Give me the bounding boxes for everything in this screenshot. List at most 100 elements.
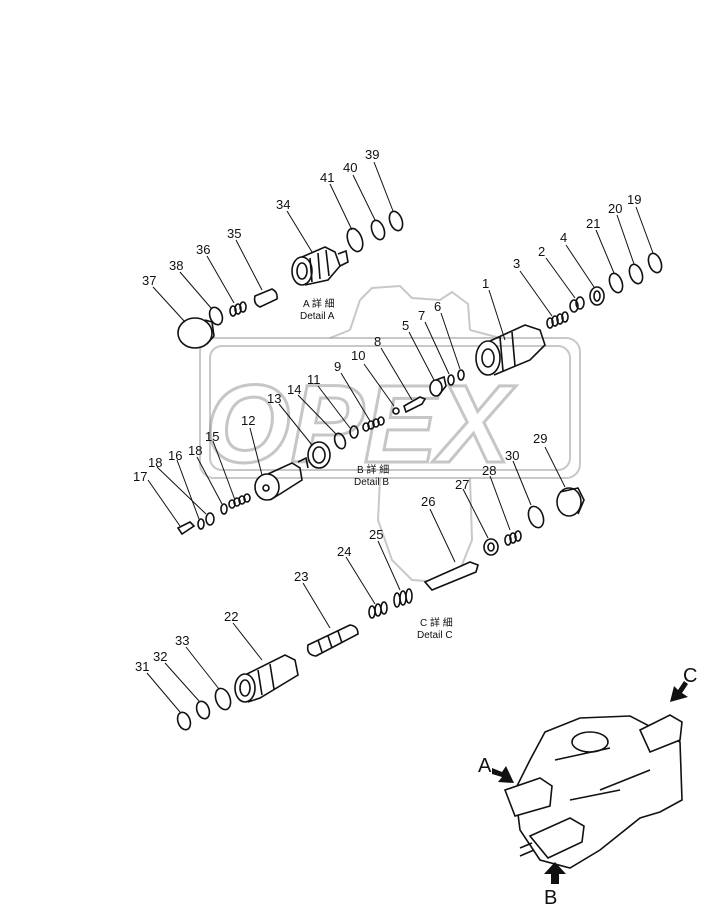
callout-7: 7 bbox=[418, 308, 425, 323]
callout-16: 16 bbox=[168, 448, 182, 463]
detail-c-jp: C 詳 細 bbox=[420, 616, 453, 629]
view-label-c: C bbox=[683, 665, 697, 687]
view-arrow-c: C bbox=[670, 665, 697, 702]
part-26-spool bbox=[423, 561, 479, 591]
callout-2: 2 bbox=[538, 244, 545, 259]
watermark-text: OPEX bbox=[205, 363, 516, 486]
part-34-valve-body bbox=[291, 246, 349, 286]
callout-36: 36 bbox=[196, 242, 210, 257]
part-19-oring bbox=[647, 252, 663, 274]
callout-35: 35 bbox=[227, 226, 241, 241]
view-arrow-a: A bbox=[478, 755, 514, 783]
part-25-spring bbox=[393, 588, 413, 608]
part-39-oring bbox=[388, 210, 404, 232]
callout-37: 37 bbox=[142, 273, 156, 288]
detail-c-caption: C 詳 細 Detail C bbox=[417, 616, 453, 641]
part-8-poppet bbox=[403, 396, 427, 414]
part-7-ring bbox=[447, 374, 455, 386]
callout-32: 32 bbox=[153, 649, 167, 664]
callout-20: 20 bbox=[608, 201, 622, 216]
part-9-spring bbox=[362, 416, 385, 432]
callout-21: 21 bbox=[586, 216, 600, 231]
callout-9: 9 bbox=[334, 359, 341, 374]
callout-41: 41 bbox=[320, 170, 334, 185]
detail-b-caption: B 詳 細 Detail B bbox=[354, 463, 389, 488]
part-37-cap bbox=[177, 317, 215, 349]
callout-11: 11 bbox=[307, 372, 321, 387]
part-29-nut bbox=[556, 487, 585, 517]
callout-28: 28 bbox=[482, 463, 496, 478]
part-6-ring bbox=[457, 369, 465, 381]
callout-27: 27 bbox=[455, 477, 469, 492]
part-12-body bbox=[254, 456, 309, 501]
part-14-oring bbox=[333, 432, 347, 450]
callout-39: 39 bbox=[365, 147, 379, 162]
callout-30: 30 bbox=[505, 448, 519, 463]
detail-b-en: Detail B bbox=[354, 477, 389, 488]
part-18a-ring bbox=[205, 512, 215, 526]
callout-40: 40 bbox=[343, 160, 357, 175]
part-5-seat bbox=[429, 375, 447, 397]
part-1-valve-body bbox=[475, 324, 546, 376]
part-16-ring bbox=[197, 518, 205, 530]
part-21-oring bbox=[608, 272, 624, 294]
callout-22: 22 bbox=[224, 609, 238, 624]
part-31-oring bbox=[176, 711, 192, 731]
assembly-view bbox=[503, 714, 683, 869]
callouts: 1 2 3 4 5 6 7 8 9 10 11 12 13 bbox=[133, 147, 654, 713]
callout-10: 10 bbox=[351, 348, 365, 363]
detail-c-en: Detail C bbox=[417, 630, 453, 641]
callout-14: 14 bbox=[287, 382, 301, 397]
part-22-body bbox=[234, 654, 299, 703]
detail-b-jp: B 詳 細 bbox=[357, 463, 389, 476]
part-4-nut bbox=[589, 286, 605, 306]
callout-19: 19 bbox=[627, 192, 641, 207]
part-38-oring bbox=[208, 306, 224, 326]
callout-29: 29 bbox=[533, 431, 547, 446]
right-parts-group bbox=[475, 252, 663, 376]
part-18b-ring bbox=[220, 503, 228, 515]
detail-a-group bbox=[177, 210, 404, 349]
detail-a-jp: A 詳 細 bbox=[303, 297, 335, 310]
callout-24: 24 bbox=[337, 544, 351, 559]
callout-26: 26 bbox=[421, 494, 435, 509]
callout-34: 34 bbox=[276, 197, 290, 212]
part-33-oring bbox=[214, 687, 232, 711]
part-23-spool bbox=[306, 624, 359, 657]
callout-31: 31 bbox=[135, 659, 149, 674]
part-2-spring bbox=[569, 296, 585, 313]
callout-25: 25 bbox=[369, 527, 383, 542]
callout-12: 12 bbox=[241, 413, 255, 428]
callout-33: 33 bbox=[175, 633, 189, 648]
part-32-oring bbox=[195, 700, 211, 720]
watermark: OPEX bbox=[199, 284, 581, 584]
callout-23: 23 bbox=[294, 569, 308, 584]
callout-15: 15 bbox=[205, 429, 219, 444]
callout-18b: 18 bbox=[188, 443, 202, 458]
callout-5: 5 bbox=[402, 318, 409, 333]
callout-8: 8 bbox=[374, 334, 381, 349]
part-13-nut bbox=[307, 441, 331, 469]
part-11-ring bbox=[349, 425, 359, 439]
part-30-oring bbox=[527, 505, 545, 529]
part-17-pin bbox=[176, 521, 196, 536]
part-15-spring bbox=[228, 493, 251, 509]
callout-17: 17 bbox=[133, 469, 147, 484]
part-28-spring bbox=[504, 530, 522, 546]
view-label-a: A bbox=[478, 755, 492, 777]
detail-a-caption: A 詳 細 Detail A bbox=[300, 297, 335, 322]
callout-3: 3 bbox=[513, 256, 520, 271]
detail-a-en: Detail A bbox=[300, 311, 335, 322]
part-24-spring bbox=[368, 601, 388, 619]
part-35-piston bbox=[253, 288, 278, 308]
callout-13: 13 bbox=[267, 391, 281, 406]
part-40-oring bbox=[370, 219, 386, 241]
callout-4: 4 bbox=[560, 230, 567, 245]
callout-6: 6 bbox=[434, 299, 441, 314]
part-10-ball bbox=[392, 407, 400, 415]
callout-18a: 18 bbox=[148, 455, 162, 470]
callout-38: 38 bbox=[169, 258, 183, 273]
view-arrow-b: B bbox=[544, 862, 566, 907]
part-20-oring bbox=[628, 263, 644, 285]
